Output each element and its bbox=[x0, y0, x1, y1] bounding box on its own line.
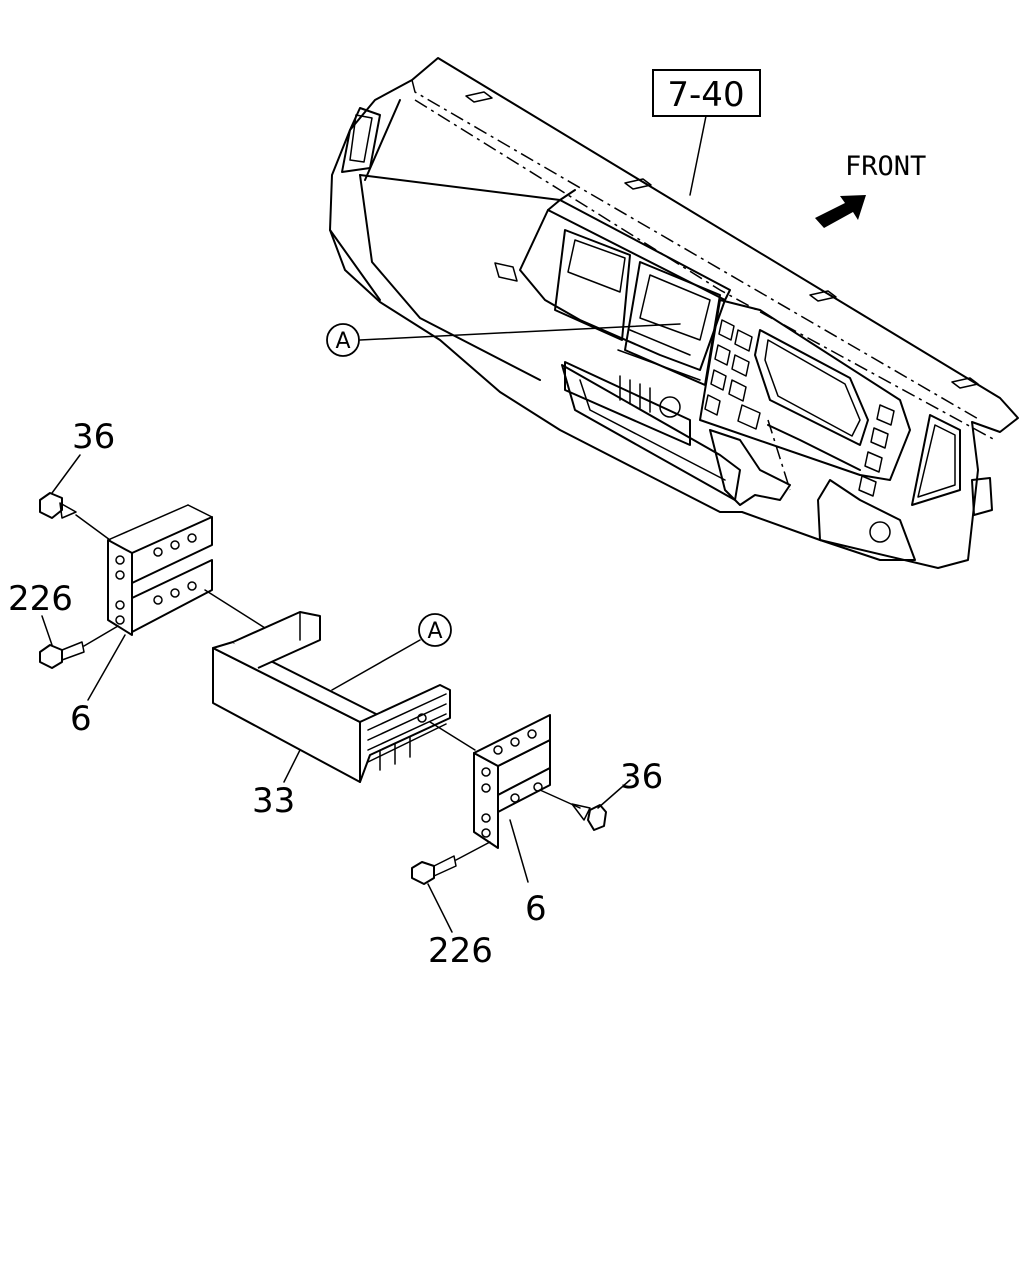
screw-left-label: 36 bbox=[72, 417, 115, 457]
detail-a-letter-part: A bbox=[427, 619, 442, 644]
pocket-label: 33 bbox=[252, 781, 295, 821]
front-arrow-icon bbox=[815, 195, 866, 228]
front-label: FRONT bbox=[845, 151, 926, 182]
detail-a-letter-top: A bbox=[335, 329, 350, 354]
screw-left: 36 bbox=[39, 417, 115, 541]
detail-a-callout-top: A bbox=[326, 323, 681, 357]
bolt-right-label: 226 bbox=[428, 931, 493, 971]
front-direction: FRONT bbox=[815, 151, 926, 228]
reference-number: 7-40 bbox=[667, 75, 744, 115]
bracket-right-label: 6 bbox=[525, 889, 547, 929]
pocket-assembly bbox=[212, 611, 476, 783]
bolt-right: 226 bbox=[411, 841, 493, 971]
screw-right: 36 bbox=[539, 757, 663, 831]
bracket-left-label: 6 bbox=[70, 699, 92, 739]
bolt-left-label: 226 bbox=[8, 579, 73, 619]
detail-a-callout-part: A bbox=[331, 613, 452, 691]
instrument-panel-assembly bbox=[329, 57, 1019, 569]
bracket-right bbox=[473, 714, 551, 849]
bracket-left bbox=[107, 504, 266, 636]
screw-right-label: 36 bbox=[620, 757, 663, 797]
bolt-left: 226 bbox=[8, 579, 119, 669]
reference-box: 7-40 bbox=[652, 69, 761, 196]
